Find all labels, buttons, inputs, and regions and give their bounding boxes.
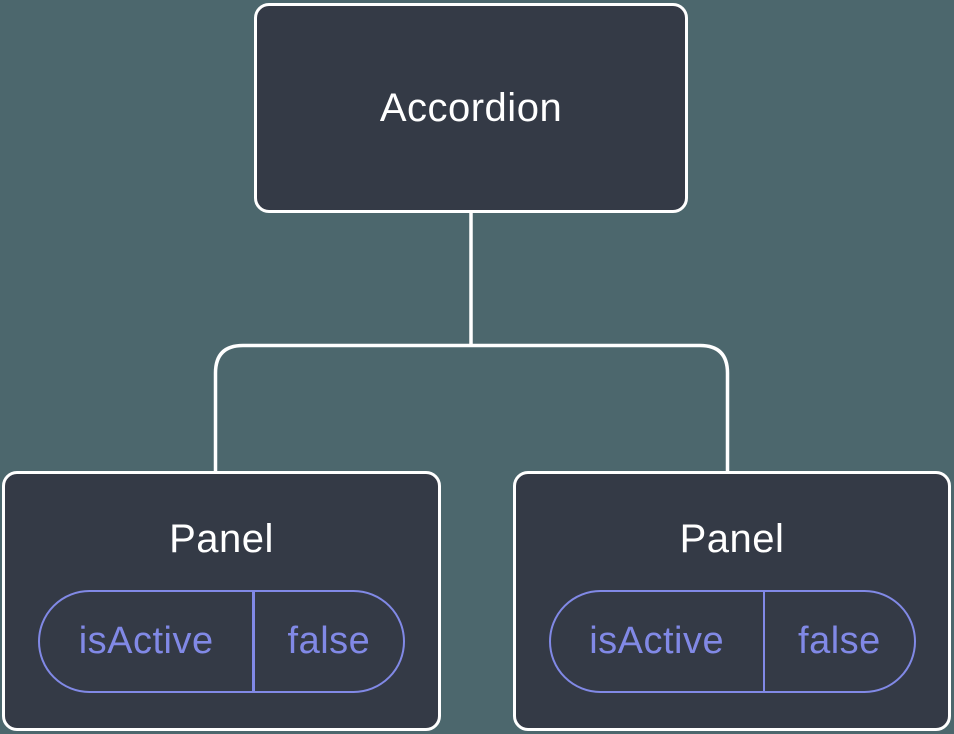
state-pill-divider — [252, 592, 255, 691]
state-pill: isActive false — [548, 590, 916, 693]
state-value: false — [287, 620, 371, 662]
panel-node-label: Panel — [169, 517, 274, 561]
panel-node-right: Panel isActive false — [513, 471, 951, 731]
panel-node-left: Panel isActive false — [2, 471, 441, 731]
accordion-node-label: Accordion — [379, 86, 563, 130]
connector-bracket — [213, 343, 730, 473]
panel-node-label: Panel — [679, 517, 785, 561]
state-pill-divider — [762, 592, 766, 691]
state-key: isActive — [78, 620, 214, 662]
state-pill: isActive false — [38, 590, 405, 693]
state-value: false — [798, 620, 881, 662]
state-key: isActive — [589, 620, 725, 662]
accordion-node: Accordion — [254, 3, 688, 213]
